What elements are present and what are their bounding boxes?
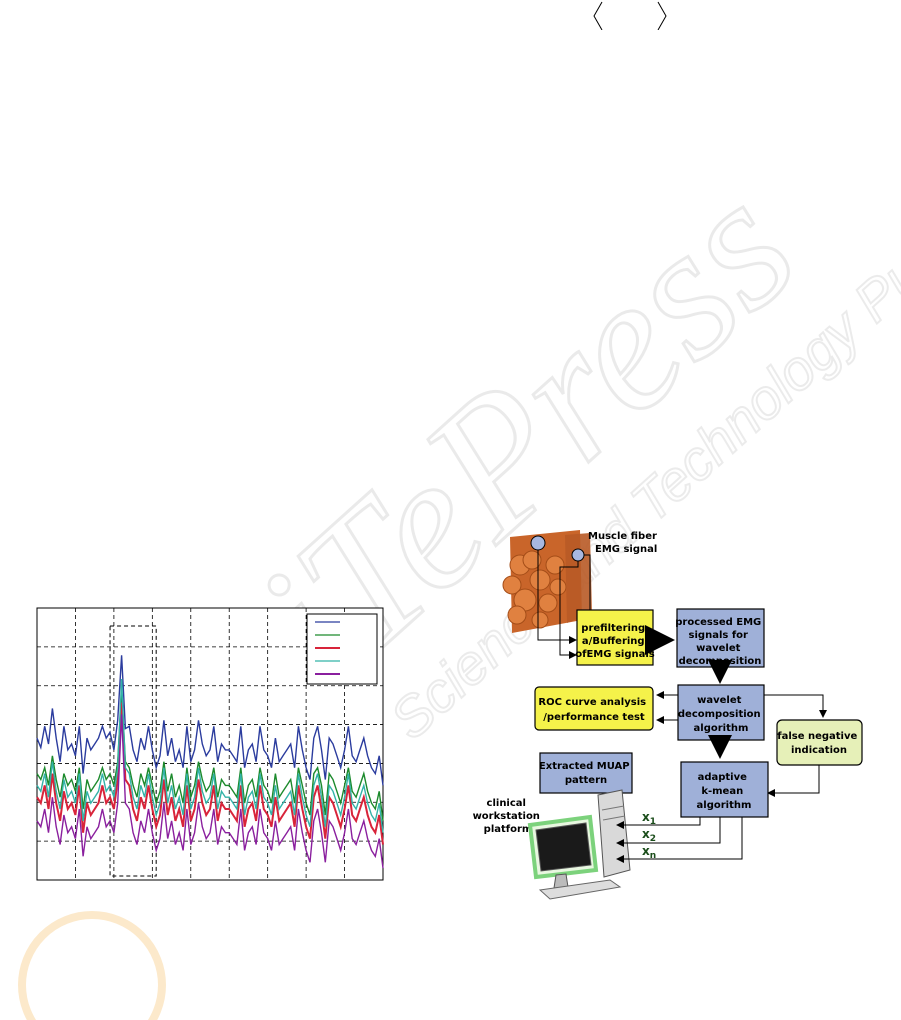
wavelet-line3: algorithm bbox=[694, 723, 749, 734]
equation-fragment bbox=[593, 1, 667, 30]
legend bbox=[306, 613, 378, 685]
output-label-1: x1 bbox=[642, 810, 656, 827]
roc-line1: ROC curve analysis bbox=[538, 697, 646, 708]
roc-line2: /performance test bbox=[543, 712, 645, 723]
svg-text:ROC curve analysis /perfor: ROC curve analysis /performance test bbox=[538, 697, 649, 723]
false-negative-line2: indication bbox=[791, 745, 847, 756]
series-line-4 bbox=[36, 678, 384, 833]
kmean-line2: k-mean bbox=[701, 786, 743, 797]
wavelet-line1: wavelet bbox=[697, 695, 741, 706]
prefilter-line2: a/Buffering bbox=[582, 636, 645, 647]
svg-text:false negative indication: false negative indication bbox=[777, 731, 861, 756]
output-arrow-3 bbox=[616, 817, 743, 863]
output-arrow-2 bbox=[616, 817, 721, 847]
roc-box bbox=[534, 686, 654, 731]
electrode-wire-2b bbox=[584, 554, 591, 625]
processed-line1: processed EMG bbox=[675, 617, 761, 628]
muap-line1: Extracted MUAP bbox=[539, 761, 630, 772]
prefilter-line3: ofEMG signals bbox=[575, 649, 655, 660]
prefilter-line1: prefiltering bbox=[581, 623, 645, 634]
output-label-3: xn bbox=[642, 844, 656, 861]
electrode-1 bbox=[530, 535, 546, 551]
muap-line2: pattern bbox=[565, 775, 607, 786]
emg-processing-flow-diagram: Muscle fiber EMG signal prefiltering a/B… bbox=[473, 530, 863, 900]
kmean-box bbox=[680, 761, 769, 818]
watermark-logo-circle bbox=[18, 911, 166, 1020]
series-line-5 bbox=[36, 714, 384, 869]
wavelet-line2: decomposition bbox=[678, 709, 761, 720]
emg-line-chart bbox=[36, 607, 384, 881]
output-label-2: x2 bbox=[642, 827, 656, 844]
electrode-2 bbox=[571, 548, 585, 562]
false-negative-box bbox=[776, 719, 863, 766]
muap-box bbox=[539, 752, 633, 794]
electrode-wire-1 bbox=[537, 550, 577, 644]
muscle-fiber-illustration bbox=[502, 530, 592, 633]
kmean-line1: adaptive bbox=[698, 772, 748, 783]
workstation-line2: workstation bbox=[473, 811, 540, 822]
svg-text:adaptive k-mean algori: adaptive k-mean algorithm bbox=[697, 772, 752, 811]
svg-text:clinical workstation p: clinical workstation platform bbox=[473, 798, 544, 835]
processed-line3: wavelet bbox=[696, 643, 740, 654]
arrow-wavelet-to-false-negative bbox=[764, 694, 827, 718]
workstation-line1: clinical bbox=[487, 798, 526, 809]
muscle-label-line1: Muscle fiber bbox=[588, 531, 657, 542]
false-negative-line1: false negative bbox=[777, 731, 857, 742]
svg-text:wavelet decomposition: wavelet decomposition algorithm bbox=[678, 695, 764, 734]
prefilter-box bbox=[576, 609, 654, 666]
svg-text:prefiltering a/Buffering: prefiltering a/Buffering ofEMG signals bbox=[575, 623, 655, 660]
computer-icon bbox=[527, 789, 631, 900]
arrow-false-negative-to-kmean bbox=[767, 765, 820, 797]
wavelet-box bbox=[677, 684, 765, 741]
svg-text:Extracted MUAP pattern: Extracted MUAP pattern bbox=[539, 761, 633, 786]
grid-lines bbox=[37, 608, 383, 880]
kmean-line3: algorithm bbox=[697, 800, 752, 811]
series-line-3 bbox=[36, 702, 384, 845]
series-line-2 bbox=[36, 690, 384, 821]
highlight-window bbox=[109, 625, 157, 877]
right-angle-bracket bbox=[657, 1, 667, 30]
output-arrow-1 bbox=[616, 817, 701, 829]
muscle-label-line2: EMG signal bbox=[595, 544, 657, 555]
electrode-wire-2 bbox=[559, 561, 579, 659]
series-layer bbox=[36, 655, 384, 869]
workstation-line3: platform bbox=[484, 824, 533, 835]
processed-line2: signals for bbox=[689, 630, 748, 641]
series-line-1 bbox=[36, 655, 384, 786]
processed-line4: decomposition bbox=[679, 656, 762, 667]
left-angle-bracket bbox=[593, 1, 603, 30]
muscle-label: Muscle fiber EMG signal bbox=[588, 531, 660, 555]
